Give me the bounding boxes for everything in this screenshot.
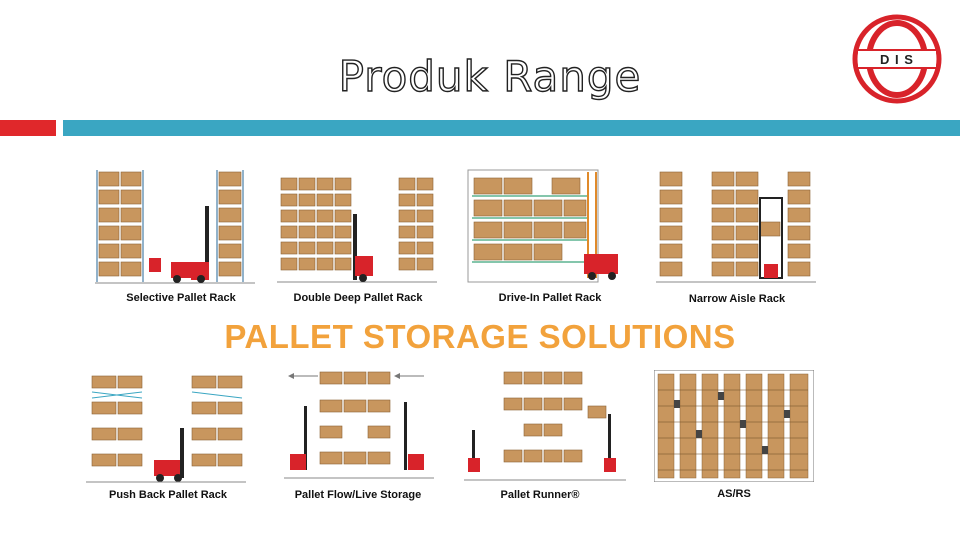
divider-blue-bar [63,120,960,136]
caption-narrow-aisle: Narrow Aisle Rack [688,293,786,305]
pallet-storage-banner: PALLET STORAGE SOLUTIONS [224,318,736,355]
caption-pallet-runner: Pallet Runner® [500,489,580,501]
caption-double-deep: Double Deep Pallet Rack [293,292,423,304]
caption-selective: Selective Pallet Rack [126,292,236,304]
pallet-runner-illustration [464,371,626,481]
slide-title: Produk Range [0,51,960,101]
selective-rack-illustration [95,170,255,284]
caption-asrs: AS/RS [717,488,751,500]
slide-title-text: Produk Range [338,51,642,101]
drive-in-rack-illustration [467,169,618,283]
logo-text: D I S [880,52,914,67]
push-back-rack-illustration [86,375,246,483]
pallet-flow-illustration [284,371,434,479]
asrs-illustration [654,370,814,482]
double-deep-rack-illustration [277,177,437,283]
dis-logo: D I S [852,14,942,104]
caption-pallet-flow: Pallet Flow/Live Storage [294,489,422,501]
narrow-aisle-rack-illustration [656,171,816,283]
caption-drive-in: Drive-In Pallet Rack [498,292,602,304]
divider-red-bar [0,120,56,136]
caption-push-back: Push Back Pallet Rack [108,489,227,501]
